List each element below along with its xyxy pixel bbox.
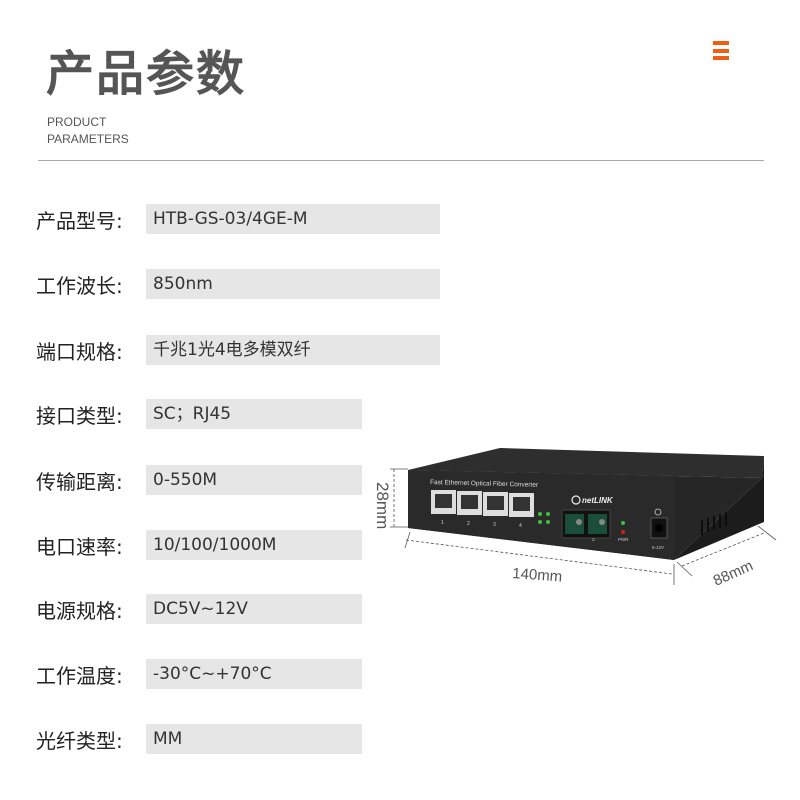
device-side (674, 456, 764, 560)
height-dimension: 28mm (373, 482, 392, 529)
param-value: 850nm (146, 269, 440, 299)
pwr-led (621, 530, 625, 534)
param-label: 电源规格: (36, 598, 123, 623)
param-row: 工作温度: -30°C~+70°C (36, 659, 362, 689)
param-value: 0-550M (146, 465, 362, 495)
param-value: HTB-GS-03/4GE-M (146, 204, 440, 234)
param-value: 千兆1光4电多模双纤 (146, 335, 440, 365)
param-value: SC；RJ45 (146, 399, 362, 429)
brand-logo: netLINK (582, 496, 614, 505)
menu-icon[interactable] (713, 41, 729, 60)
param-row: 电源规格: DC5V~12V (36, 594, 362, 624)
pwr-label: PWR (618, 537, 629, 542)
param-label: 接口类型: (36, 403, 123, 428)
subtitle-line-1: PRODUCT (47, 115, 107, 129)
port-label: 3 (493, 522, 496, 528)
length-dimension: 140mm (512, 565, 563, 585)
vent-icon (701, 512, 727, 535)
param-label: 电口速率: (36, 534, 123, 559)
param-row: 产品型号: HTB-GS-03/4GE-M (36, 204, 440, 234)
port-label: 5 (592, 537, 595, 543)
dimension-lines (390, 468, 777, 585)
divider (38, 160, 764, 161)
device-image: Fast Ethernet Optical Fiber Converter 1 … (373, 448, 777, 590)
page-subtitle: PRODUCT PARAMETERS (47, 114, 129, 148)
device-top (408, 448, 764, 478)
panel-text: Fast Ethernet Optical Fiber Converter (430, 479, 539, 489)
param-label: 端口规格: (36, 339, 123, 364)
param-value: DC5V~12V (146, 594, 362, 624)
param-label: 光纤类型: (36, 728, 123, 753)
page-title: 产品参数 (46, 46, 247, 102)
power-label: 5-12V (652, 545, 664, 550)
param-row: 传输距离: 0-550M (36, 465, 362, 495)
param-row: 光纤类型: MM (36, 724, 362, 754)
param-row: 接口类型: SC；RJ45 (36, 399, 362, 429)
param-label: 传输距离: (36, 469, 123, 494)
depth-dimension: 88mm (711, 557, 756, 589)
param-label: 产品型号: (36, 208, 123, 233)
power-symbol-icon (654, 508, 662, 516)
param-value: -30°C~+70°C (146, 659, 362, 689)
rj45-ports (431, 490, 534, 517)
port-label: 4 (519, 523, 522, 529)
param-label: 工作波长: (36, 273, 123, 298)
subtitle-line-2: PARAMETERS (47, 132, 129, 146)
sc-fiber-ports (561, 509, 611, 539)
led-indicators (538, 512, 625, 525)
param-value: MM (146, 724, 362, 754)
param-row: 电口速率: 10/100/1000M (36, 530, 362, 560)
port-label: 1 (441, 520, 444, 526)
brand-logo-icon (571, 495, 581, 505)
param-label: 工作温度: (36, 663, 123, 688)
port-label: 2 (467, 521, 470, 527)
param-row: 工作波长: 850nm (36, 269, 440, 299)
param-row: 端口规格: 千兆1光4电多模双纤 (36, 335, 440, 365)
param-value: 10/100/1000M (146, 530, 362, 560)
